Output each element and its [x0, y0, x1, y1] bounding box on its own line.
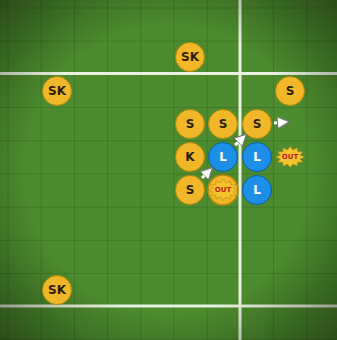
opponent-token: L [242, 175, 272, 205]
player-token: SK [42, 275, 72, 305]
player-token [208, 175, 238, 205]
token-label: S [186, 184, 195, 196]
opponent-token: L [242, 142, 272, 172]
token-label: S [219, 118, 228, 130]
token-label: L [219, 151, 227, 163]
burst-outline [208, 180, 237, 201]
player-token: S [275, 76, 305, 106]
token-label: L [253, 184, 261, 196]
player-token: S [175, 175, 205, 205]
player-token: K [175, 142, 205, 172]
burst-outline [275, 147, 304, 168]
token-label: S [253, 118, 262, 130]
out-burst: OUT [208, 179, 238, 201]
token-label: OUT [282, 154, 298, 161]
opponent-token: L [208, 142, 238, 172]
player-token: S [175, 109, 205, 139]
token-label: S [186, 118, 195, 130]
token-label: S [286, 85, 295, 97]
player-token: S [208, 109, 238, 139]
token-label: OUT [215, 187, 231, 194]
player-token: S [242, 109, 272, 139]
token-label: L [253, 151, 261, 163]
push-arrow [235, 136, 245, 145]
push-arrow [274, 122, 287, 123]
push-arrow [202, 169, 211, 178]
player-token: SK [175, 42, 205, 72]
token-label: SK [48, 85, 66, 97]
token-label: SK [48, 284, 66, 296]
out-burst: OUT [275, 146, 305, 168]
token-label: K [185, 151, 194, 163]
player-token: SK [42, 76, 72, 106]
token-label: SK [181, 51, 199, 63]
